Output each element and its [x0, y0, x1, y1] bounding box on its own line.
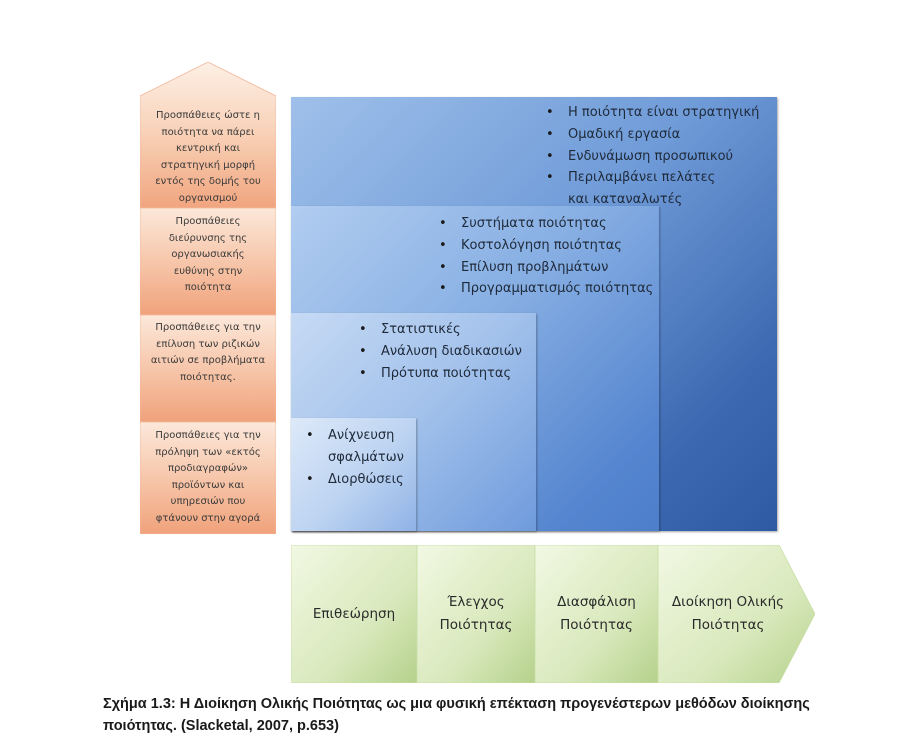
stage-segment-1	[291, 545, 418, 683]
stage-label-inspection: Επιθεώρηση	[312, 605, 396, 622]
level2-bullet-list: Στατιστικές Ανάλυση διαδικασιών Πρότυπα …	[355, 319, 535, 384]
bullet-item: Συστήματα ποιότητας	[435, 213, 655, 235]
arrow-head-segment	[140, 62, 276, 209]
bullet-item: Διορθώσεις	[302, 469, 414, 491]
horizontal-stage-arrow	[291, 545, 815, 683]
bullet-item: Περιλαμβάνει πελάτες και καταναλωτές	[542, 167, 728, 211]
bullet-item: Ανάλυση διαδικασιών	[355, 341, 535, 363]
bullet-item: Προγραμματισμός ποιότητας	[435, 278, 655, 300]
bullet-item: Ανίχνευση σφαλμάτων	[302, 425, 414, 469]
bullet-item: Επίλυση προβλημάτων	[435, 257, 655, 279]
stage-label-quality-assurance: Διασφάλιση Ποιότητας	[557, 594, 636, 633]
level1-bullet-list: Ανίχνευση σφαλμάτων Διορθώσεις	[302, 425, 414, 490]
vertical-stage-arrow	[140, 62, 276, 534]
stage-segment-4-arrowhead	[657, 545, 815, 683]
level3-bullet-list: Συστήματα ποιότητας Κοστολόγηση ποιότητα…	[435, 213, 655, 300]
left-stage-text-4: Προσπάθειες ώστε η ποιότητα να πάρει κεν…	[155, 110, 261, 204]
stage-segment-3	[534, 545, 659, 683]
bullet-item: Κοστολόγηση ποιότητας	[435, 235, 655, 257]
bullet-item: Πρότυπα ποιότητας	[355, 363, 535, 385]
stage-segment-2	[416, 545, 536, 683]
bullet-item: Η ποιότητα είναι στρατηγική	[542, 102, 767, 124]
stage-label-tqm: Διοίκηση Ολικής Ποιότητας	[671, 594, 785, 633]
bullet-item: Ενδυνάμωση προσωπικού	[542, 146, 767, 168]
bullet-item: Στατιστικές	[355, 319, 535, 341]
arrow-segment-4	[140, 421, 276, 534]
left-stage-text-2: Προσπάθειες για την επίλυση των ριζικών …	[150, 322, 266, 383]
left-stage-text-3: Προσπάθειες διεύρυνσης της οργανωσιακής …	[168, 216, 248, 293]
arrow-segment-2	[140, 207, 276, 316]
bullet-item: Ομαδική εργασία	[542, 124, 767, 146]
stage-label-quality-control: Έλεγχος Ποιότητας	[439, 594, 513, 633]
left-stage-text-1: Προσπάθειες για την πρόληψη των «εκτός π…	[155, 430, 261, 524]
arrow-segment-3	[140, 314, 276, 423]
figure-caption: Σχήμα 1.3: Η Διοίκηση Ολικής Ποιότητας ω…	[103, 696, 810, 734]
level4-bullet-list: Η ποιότητα είναι στρατηγική Ομαδική εργα…	[542, 102, 767, 211]
